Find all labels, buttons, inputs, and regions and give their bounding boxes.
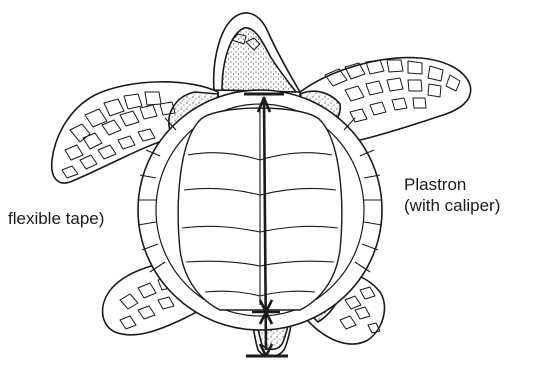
- turtle-head: [214, 13, 300, 92]
- label-plastron: Plastron: [404, 175, 466, 195]
- plastron: [178, 108, 342, 310]
- label-with-caliper: (with caliper): [404, 196, 500, 216]
- label-flexible-tape: flexible tape): [8, 209, 104, 229]
